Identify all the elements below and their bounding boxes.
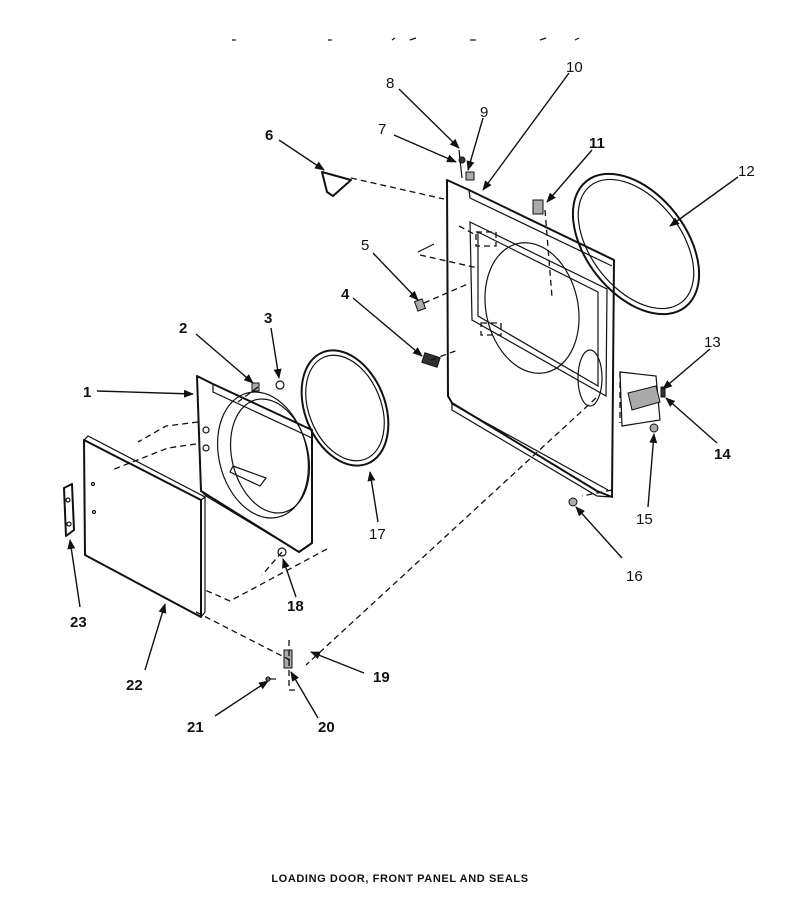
callout-7: 7 (378, 121, 386, 138)
callout-18: 18 (287, 598, 304, 615)
callout-1: 1 (83, 384, 91, 401)
door-seal-ring (571, 172, 701, 316)
callout-15: 15 (636, 511, 653, 528)
callout-11: 11 (589, 135, 605, 152)
callout-22: 22 (126, 677, 143, 694)
clip-11 (532, 199, 544, 215)
callout-17: 17 (369, 526, 386, 543)
callout-16: 16 (626, 568, 643, 585)
door-panel (83, 435, 207, 618)
callout-5: 5 (361, 237, 369, 254)
screw-15 (649, 423, 659, 433)
screw-18 (277, 547, 287, 557)
hinge-bracket (619, 371, 666, 427)
screw-2-3 (251, 380, 285, 392)
screw-7-8-9 (458, 149, 475, 181)
scan-artifact-marks (232, 37, 580, 41)
door-frame (196, 375, 313, 553)
callout-2: 2 (179, 320, 187, 337)
callout-10: 10 (566, 59, 583, 76)
callout-9: 9 (480, 104, 488, 121)
callout-14: 14 (714, 446, 731, 463)
callout-20: 20 (318, 719, 335, 736)
leader-arrows (67, 72, 739, 719)
callout-21: 21 (187, 719, 204, 736)
callout-19: 19 (373, 669, 390, 686)
callout-6: 6 (265, 127, 273, 144)
callout-23: 23 (70, 614, 87, 631)
diagram-caption: LOADING DOOR, FRONT PANEL AND SEALS (271, 873, 529, 885)
callout-13: 13 (704, 334, 721, 351)
callout-4: 4 (341, 286, 350, 303)
callout-labels: 1 2 3 4 5 6 7 8 9 10 11 12 13 14 15 16 1… (70, 59, 755, 736)
callout-8: 8 (386, 75, 394, 92)
callout-3: 3 (264, 310, 272, 327)
bracket-6 (321, 171, 352, 197)
screw-5 (413, 243, 435, 312)
screw-16 (568, 497, 578, 507)
callout-12: 12 (738, 163, 755, 180)
assembly-lines (111, 177, 621, 691)
door-gasket (300, 349, 390, 467)
door-latch (63, 483, 75, 537)
front-panel (446, 179, 615, 498)
